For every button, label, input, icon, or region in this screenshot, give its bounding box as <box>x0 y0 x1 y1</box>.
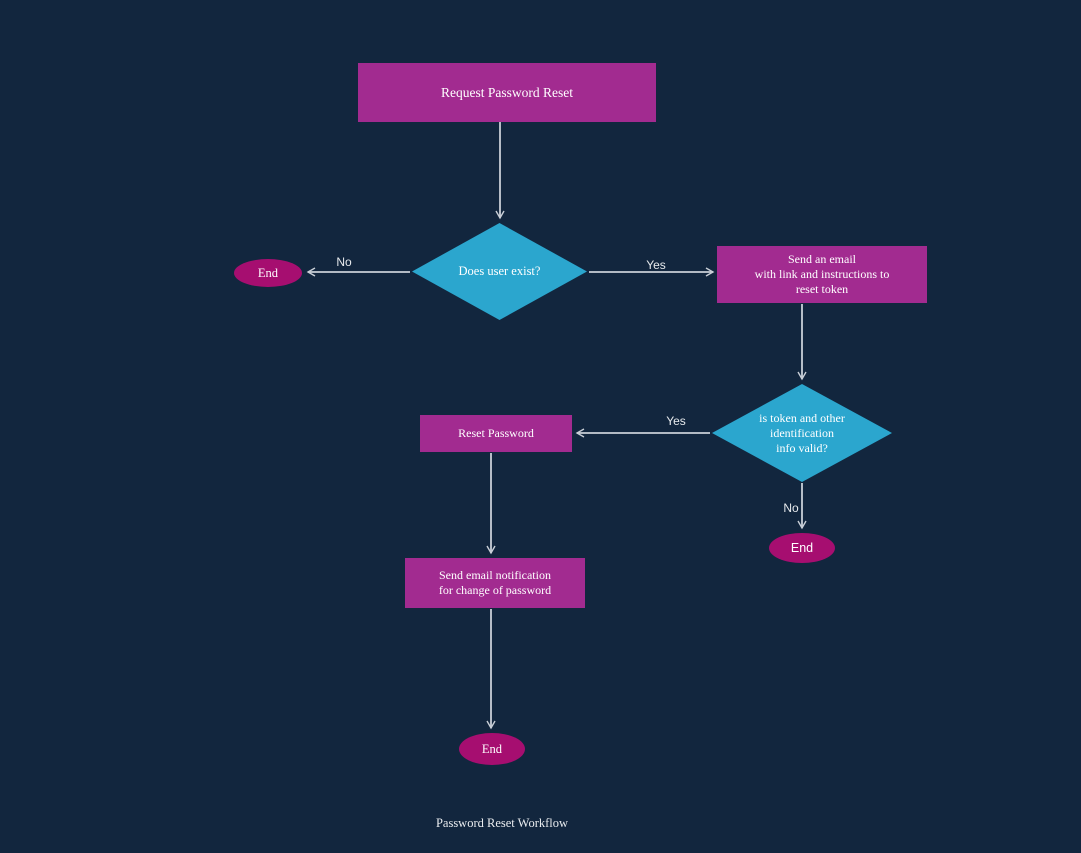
process-node-send-notification: Send email notification for change of pa… <box>405 558 585 608</box>
process-node-reset-password: Reset Password <box>420 415 572 452</box>
process-node-send-email-link: Send an email with link and instructions… <box>717 246 927 303</box>
node-label: Send email notification for change of pa… <box>438 568 552 597</box>
diagram-title: Password Reset Workflow <box>435 816 569 830</box>
node-label: End <box>257 265 279 280</box>
edge-label-no: No <box>336 255 352 269</box>
edge-label-no: No <box>783 501 799 515</box>
edge-label-yes: Yes <box>666 414 686 428</box>
node-label: Send an email with link and instructions… <box>754 252 890 296</box>
terminator-node-end-no-user: End <box>234 259 302 287</box>
node-label: Reset Password <box>458 426 534 440</box>
node-label: Does user exist? <box>458 264 541 278</box>
terminator-node-end-complete: End <box>459 733 525 765</box>
node-label: Request Password Reset <box>441 84 573 100</box>
node-label: End <box>481 741 503 756</box>
node-label: End <box>790 541 814 555</box>
node-label: is token and other identification info v… <box>759 410 845 455</box>
terminator-node-end-invalid-token: End <box>769 533 835 563</box>
process-node-request-password-reset: Request Password Reset <box>358 63 656 122</box>
edge-label-yes: Yes <box>646 258 666 272</box>
